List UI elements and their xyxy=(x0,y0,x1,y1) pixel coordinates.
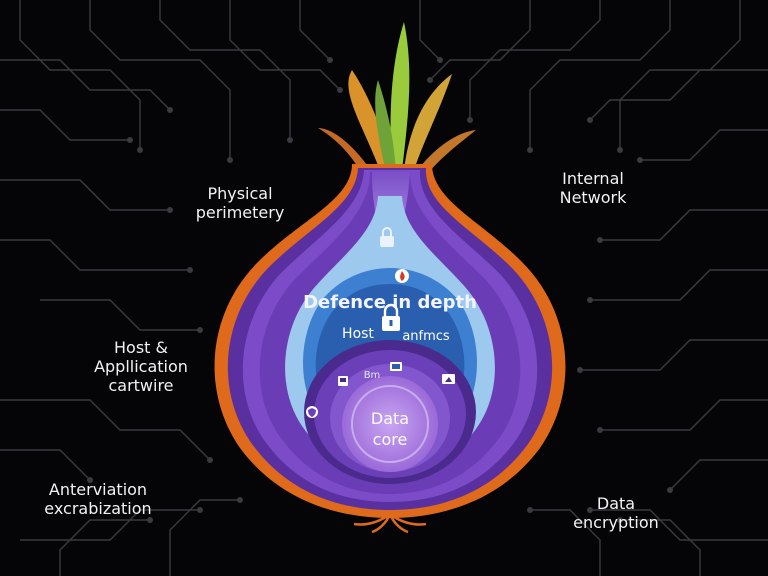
core-label-line2: core xyxy=(373,430,408,449)
label-encrypt-line1: Data xyxy=(596,494,636,513)
label-host-application: Host & Appllication cartwire xyxy=(82,338,200,395)
banner-text: Defence in depth xyxy=(303,292,477,313)
label-physical-line1: Physical xyxy=(207,184,273,203)
padlock-icon xyxy=(382,303,400,331)
onion-roots xyxy=(353,513,427,534)
screen-icon-right xyxy=(442,374,455,384)
fire-badge-icon xyxy=(395,269,409,283)
label-physical-line2: perimetery xyxy=(195,203,285,222)
label-physical-perimeter: Physical perimetery xyxy=(190,184,290,222)
label-host-line3: cartwire xyxy=(108,376,174,395)
label-host-line2: Appllication xyxy=(94,357,188,376)
label-internal-line1: Internal xyxy=(562,169,624,188)
host-layer-label-left: Host xyxy=(342,326,374,342)
lock-icon xyxy=(380,227,394,247)
inner-tag-text: Bm xyxy=(364,370,381,381)
host-layer-label-right: anfmcs xyxy=(402,329,450,344)
onion-sprouts xyxy=(318,22,476,176)
label-host-line1: Host & xyxy=(114,338,168,357)
label-antivirus: Anterviation excrabization xyxy=(28,480,168,518)
label-data-encryption: Data encryption xyxy=(556,494,676,532)
label-internal-line2: Network xyxy=(559,188,627,207)
device-icon xyxy=(338,376,348,386)
label-internal-network: Internal Network xyxy=(538,169,648,207)
label-encrypt-line2: encryption xyxy=(573,513,659,532)
label-antiv-line1: Anterviation xyxy=(48,480,148,499)
data-core-circle xyxy=(342,376,438,472)
shield-badge-icon xyxy=(306,406,318,418)
label-antiv-line2: excrabization xyxy=(44,499,152,518)
screen-icon xyxy=(390,362,402,371)
core-label-line1: Data xyxy=(371,409,409,428)
